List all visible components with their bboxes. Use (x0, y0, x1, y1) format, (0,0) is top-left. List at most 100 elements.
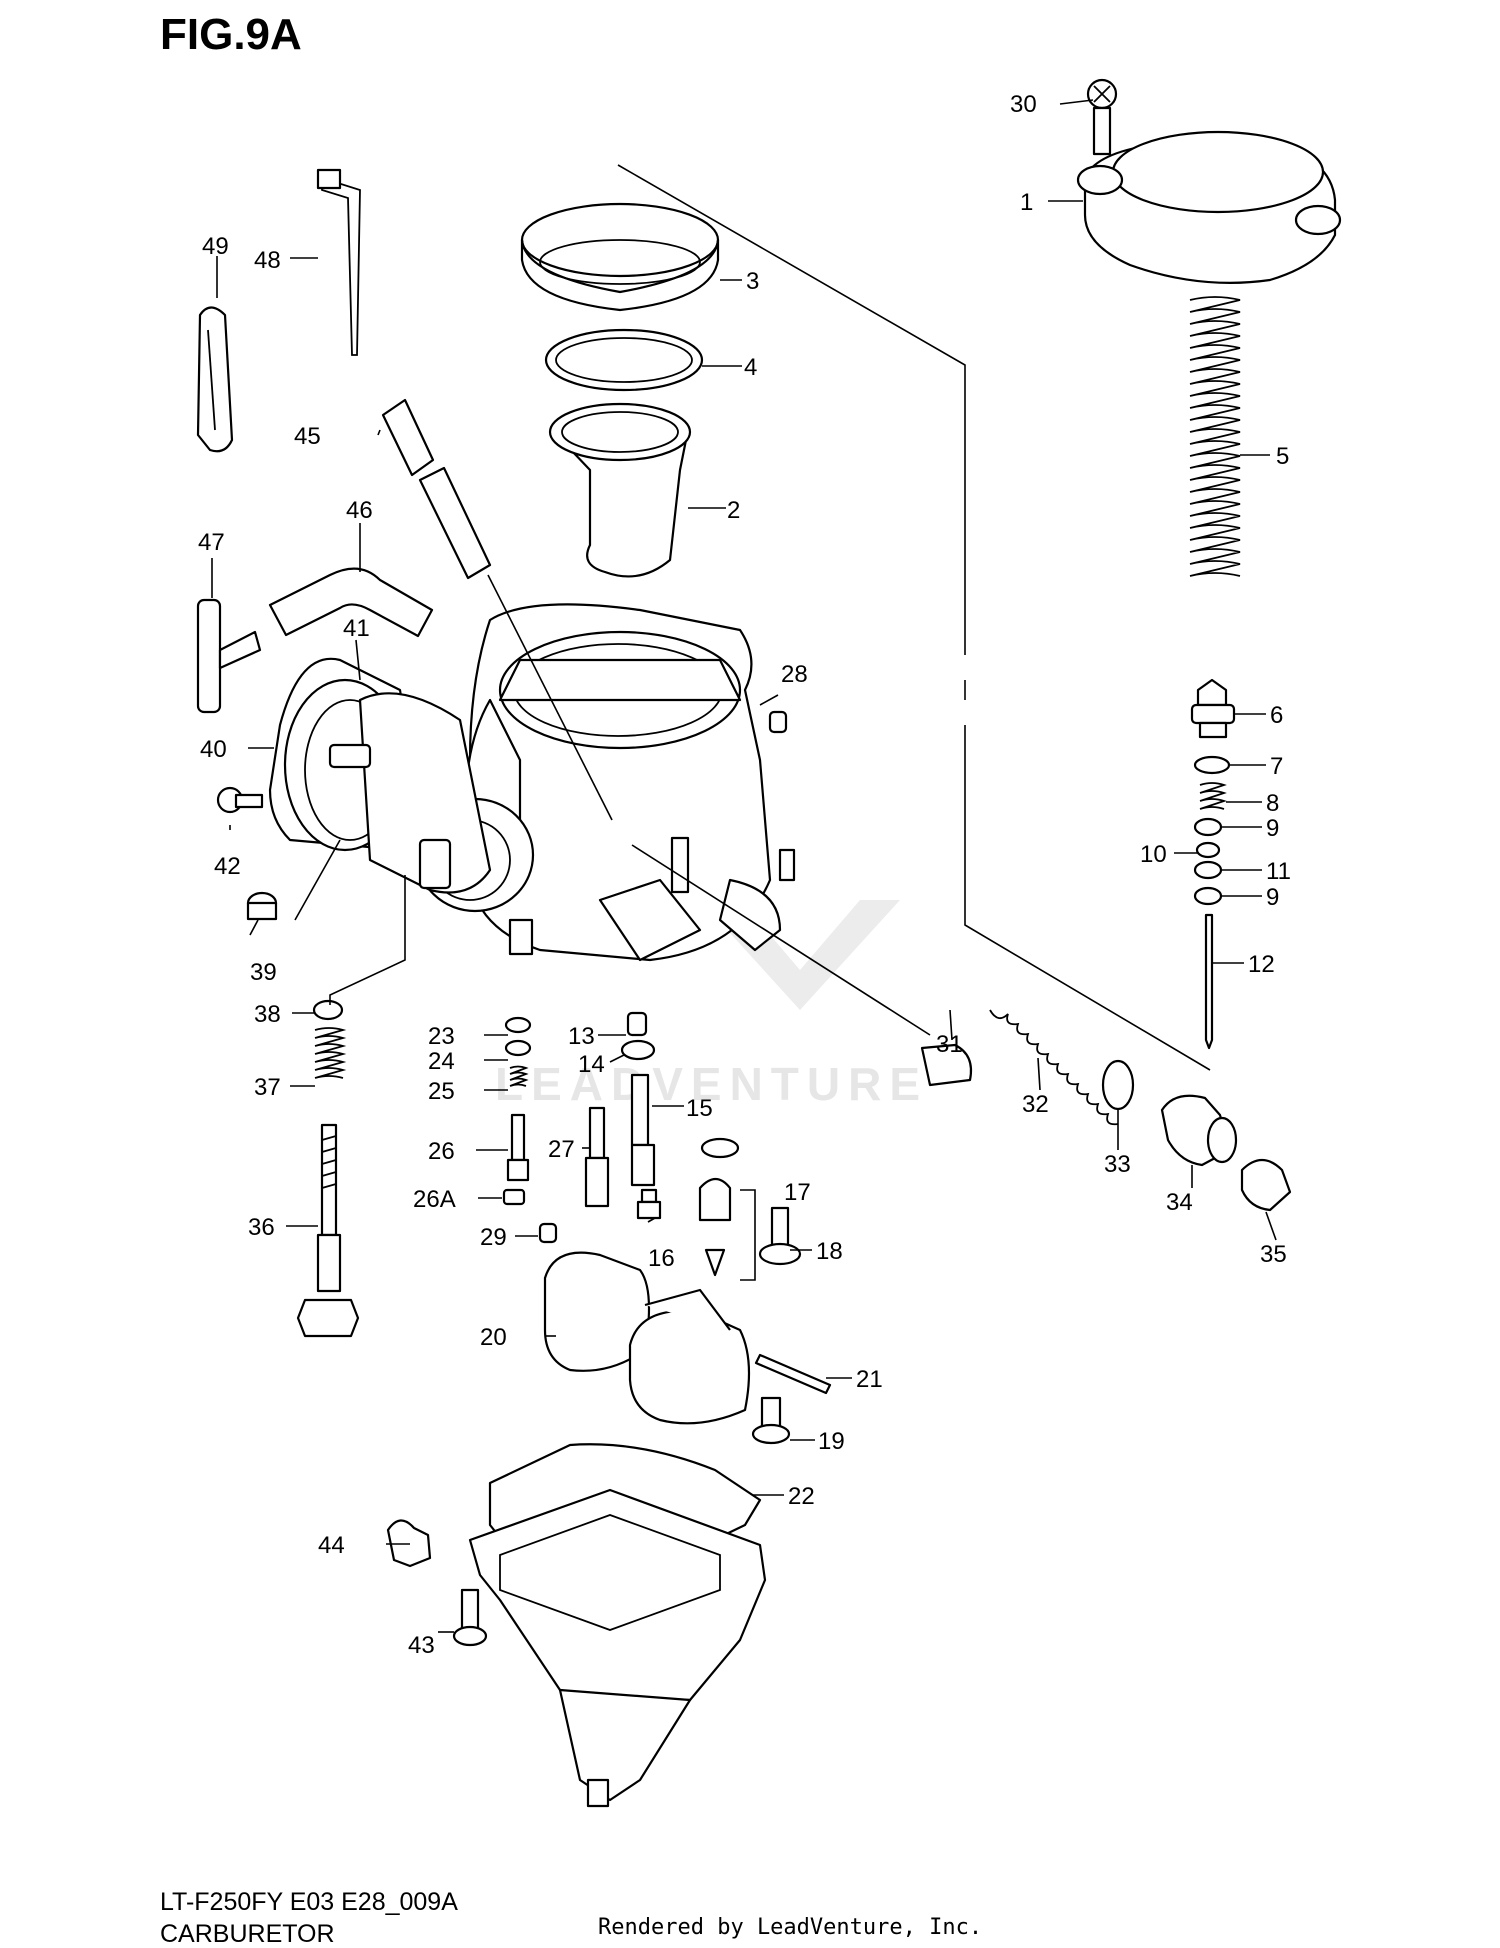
callout-2: 2 (727, 497, 740, 524)
callout-49: 49 (202, 233, 229, 260)
pilot-screw-spring-part[interactable] (509, 1065, 529, 1087)
valve-seat-screw-part[interactable] (758, 1206, 802, 1266)
callout-30: 30 (1010, 91, 1037, 118)
callout-28: 28 (781, 661, 808, 688)
callout-9-lower: 9 (1266, 884, 1279, 911)
float-needle-valve-part[interactable] (698, 1177, 732, 1277)
float-chamber-bowl-part[interactable] (468, 1488, 767, 1808)
needle-spring-part[interactable] (1199, 782, 1227, 810)
callout-39: 39 (250, 959, 277, 986)
adapter-screw-part[interactable] (216, 786, 264, 814)
section-name: CARBURETOR (160, 1920, 335, 1948)
breather-tee-fitting-part[interactable] (196, 598, 262, 714)
needle-valve-o-ring-part[interactable] (700, 1137, 740, 1159)
callout-leader-lines (211, 99, 1277, 1633)
carburetor-top-cover-part[interactable] (1076, 130, 1342, 284)
callout-46: 46 (346, 497, 373, 524)
adapter-plug-part[interactable] (246, 891, 278, 921)
needle-jet-part[interactable] (630, 1073, 656, 1187)
throttle-valve-spring-part[interactable] (1189, 296, 1241, 577)
needle-washer-part[interactable] (1193, 755, 1231, 775)
pilot-jet-part[interactable] (584, 1106, 610, 1208)
callout-16: 16 (648, 1245, 675, 1272)
callout-8: 8 (1266, 790, 1279, 817)
callout-40: 40 (200, 736, 227, 763)
drain-screw-part[interactable] (452, 1588, 488, 1647)
fuel-hose-part[interactable] (268, 567, 434, 638)
air-jet-part[interactable] (768, 710, 788, 734)
throttle-piston-part[interactable] (548, 402, 692, 578)
callout-26: 26 (428, 1138, 455, 1165)
pilot-screw-washer-part[interactable] (504, 1016, 532, 1034)
stop-screw-spring-part[interactable] (314, 1027, 347, 1079)
carburetor-body-part[interactable] (415, 603, 796, 962)
needle-washer-upper-part[interactable] (1193, 817, 1223, 837)
callout-21: 21 (856, 1366, 883, 1393)
callout-17: 17 (784, 1179, 811, 1206)
callout-37: 37 (254, 1074, 281, 1101)
callout-35: 35 (1260, 1241, 1287, 1268)
callout-29: 29 (480, 1224, 507, 1251)
starter-cap-part[interactable] (1240, 1158, 1292, 1212)
starter-nut-part[interactable] (1160, 1094, 1238, 1167)
watermark-text: LEADVENTURE (495, 1058, 928, 1110)
callout-24: 24 (428, 1048, 455, 1075)
callout-12: 12 (1248, 951, 1275, 978)
callout-38: 38 (254, 1001, 281, 1028)
figure-title: FIG.9A (160, 10, 302, 59)
throttle-shaft-housing-part[interactable] (328, 692, 492, 894)
callout-22: 22 (788, 1483, 815, 1510)
throttle-stop-screw-part[interactable] (296, 1123, 360, 1338)
starter-plunger-spring-part[interactable] (989, 1009, 1119, 1126)
diaphragm-part[interactable] (520, 202, 720, 312)
overflow-tube-part[interactable] (316, 168, 361, 356)
rendered-by-credit: Rendered by LeadVenture, Inc. (598, 1915, 983, 1940)
needle-washer-lower-part[interactable] (1193, 886, 1223, 906)
jet-needle-part[interactable] (1204, 913, 1214, 1050)
callout-42: 42 (214, 853, 241, 880)
callout-27: 27 (548, 1136, 575, 1163)
callout-23: 23 (428, 1023, 455, 1050)
vent-tube-part[interactable] (381, 398, 492, 580)
assembly-guide-lines (294, 164, 1211, 1071)
needle-spacer-part[interactable] (1193, 860, 1223, 880)
pilot-screw-part[interactable] (506, 1113, 530, 1182)
callout-43: 43 (408, 1632, 435, 1659)
callout-7: 7 (1270, 753, 1283, 780)
callout-41: 41 (343, 615, 370, 642)
callout-3: 3 (746, 268, 759, 295)
callout-26a: 26A (413, 1186, 456, 1213)
pilot-screw-spacer-part[interactable] (502, 1188, 526, 1206)
float-chamber-screw-part[interactable] (751, 1396, 791, 1445)
stop-screw-washer-part[interactable] (312, 999, 344, 1021)
pilot-screw-o-ring-part[interactable] (504, 1039, 532, 1057)
needle-retainer-part[interactable] (1190, 678, 1236, 739)
callout-10: 10 (1140, 841, 1167, 868)
callout-20: 20 (480, 1324, 507, 1351)
jet-o-ring-part[interactable] (620, 1039, 656, 1061)
tube-clamp-part[interactable] (196, 306, 234, 453)
pilot-screw-plug-part[interactable] (626, 1011, 648, 1037)
starter-o-ring-part[interactable] (1101, 1059, 1135, 1111)
callout-15: 15 (686, 1095, 713, 1122)
callout-48: 48 (254, 247, 281, 274)
callout-14: 14 (578, 1051, 605, 1078)
callout-1: 1 (1020, 189, 1033, 216)
callout-9-upper: 9 (1266, 815, 1279, 842)
diaphragm-seal-ring-part[interactable] (544, 328, 704, 392)
starter-plunger-part[interactable] (920, 1043, 973, 1087)
callout-34: 34 (1166, 1189, 1193, 1216)
callout-44: 44 (318, 1532, 345, 1559)
top-cover-screw-part[interactable] (1086, 78, 1118, 156)
callout-47: 47 (198, 529, 225, 556)
float-part[interactable] (543, 1251, 751, 1425)
callout-45: 45 (294, 423, 321, 450)
float-pin-part[interactable] (754, 1353, 832, 1395)
main-jet-part[interactable] (636, 1188, 662, 1220)
needle-clip-part[interactable] (1195, 841, 1221, 859)
callout-13: 13 (568, 1023, 595, 1050)
model-code: LT-F250FY E03 E28_009A (160, 1888, 458, 1916)
starter-jet-part[interactable] (538, 1222, 558, 1244)
callout-33: 33 (1104, 1151, 1131, 1178)
